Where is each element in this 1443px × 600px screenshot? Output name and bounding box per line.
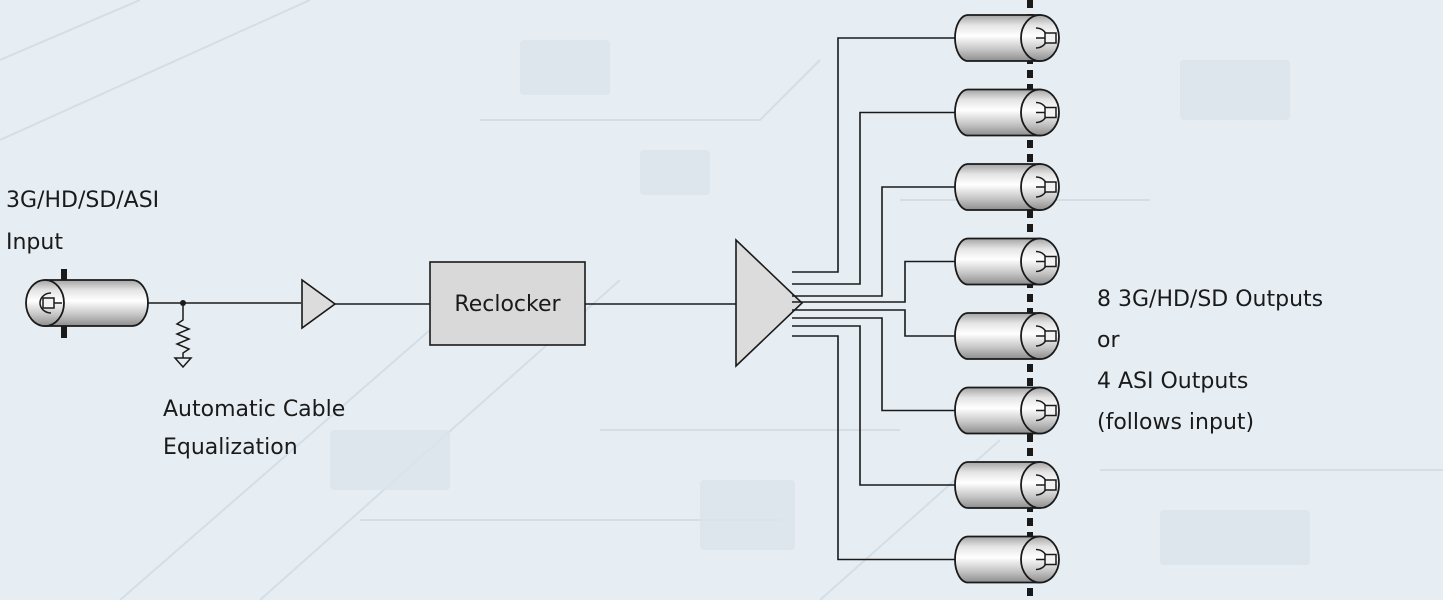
- bnc-input-connector-icon: [25, 269, 149, 338]
- outputs-label: 8 3G/HD/SD Outputs: [1097, 287, 1324, 312]
- bnc-output-connector-icon: [954, 312, 1060, 360]
- ground-icon: [173, 357, 193, 369]
- bnc-output-connector-icon: [954, 163, 1060, 211]
- reclocker-label: Reclocker: [454, 292, 561, 317]
- bnc-output-connector-icon: [954, 14, 1060, 62]
- input-sublabel: Input: [6, 230, 63, 255]
- bnc-output-connector-icon: [954, 88, 1060, 137]
- output-connectors: [954, 14, 1060, 584]
- resistor-icon: [175, 303, 191, 358]
- buffer-amplifier-icon: [301, 278, 337, 330]
- outputs-or-label: or: [1097, 328, 1120, 353]
- bnc-output-connector-icon: [954, 386, 1060, 435]
- input-label: 3G/HD/SD/ASI: [6, 188, 160, 213]
- equalization-label: Automatic Cable: [163, 397, 346, 422]
- outputs-note-label: (follows input): [1097, 410, 1255, 435]
- bnc-output-connector-icon: [954, 237, 1060, 286]
- bnc-output-connector-icon: [954, 535, 1060, 584]
- equalization-sublabel: Equalization: [163, 435, 298, 460]
- reclocker-box: [429, 261, 586, 346]
- asi-outputs-label: 4 ASI Outputs: [1097, 369, 1249, 394]
- distribution-amplifier-icon: [735, 238, 804, 368]
- bnc-output-connector-icon: [954, 461, 1060, 509]
- output-fanout-wires: [792, 37, 955, 561]
